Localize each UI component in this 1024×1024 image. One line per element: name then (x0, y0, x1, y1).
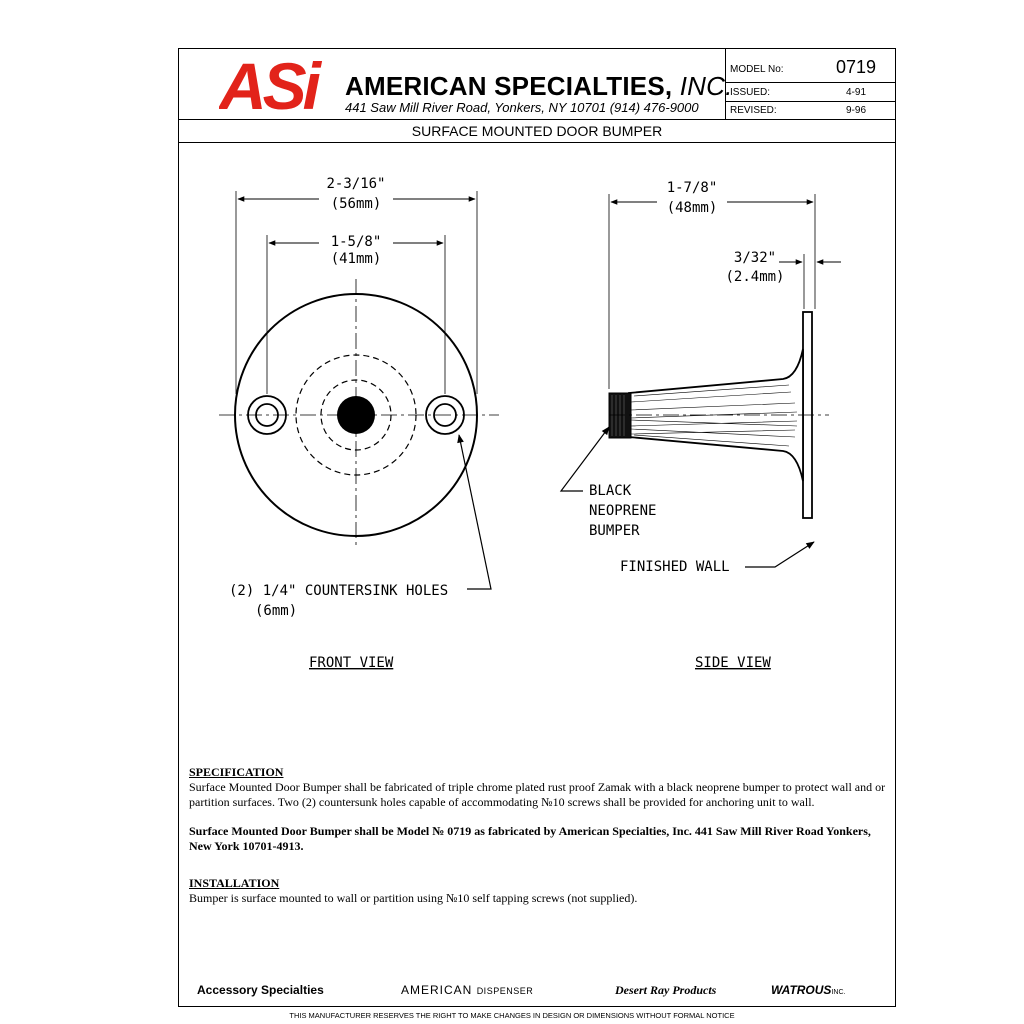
asi-logo: ASi (219, 57, 327, 113)
specification-body: Surface Mounted Door Bumper shall be fab… (189, 780, 886, 809)
front-view-label: FRONT VIEW (309, 655, 394, 671)
company-suffix: INC. (679, 71, 733, 101)
disclaimer: THIS MANUFACTURER RESERVES THE RIGHT TO … (289, 1011, 735, 1020)
revised-value: 9-96 (845, 105, 866, 116)
brand-watrous: WATROUSINC. (771, 983, 846, 997)
holes-callout-mm: (6mm) (255, 603, 297, 619)
spec-sheet: ASi AMERICAN SPECIALTIES, INC. 441 Saw M… (178, 48, 896, 1007)
front-overall-dim: 2-3/16" (326, 176, 385, 192)
company-address: 441 Saw Mill River Road, Yonkers, NY 107… (345, 100, 699, 115)
model-row: MODEL No: 0719 (726, 49, 896, 83)
technical-drawing: 2-3/16" (56mm) 1-5/8" (41mm) (2) 1/4" CO… (219, 176, 841, 671)
side-overall-dim: 1-7/8" (667, 180, 718, 196)
model-info-box: MODEL No: 0719 ISSUED: 4-91 REVISED: 9-9… (725, 49, 896, 120)
model-value: 0719 (835, 57, 877, 77)
wall-label: FINISHED WALL (620, 559, 730, 575)
side-view-label: SIDE VIEW (695, 655, 771, 671)
model-label: MODEL No: (730, 64, 784, 75)
company-name: AMERICAN SPECIALTIES, INC. (345, 71, 733, 101)
brand-american-dispenser: AMERICAN DISPENSER (401, 983, 534, 997)
bumper-label-3: BUMPER (589, 523, 640, 539)
front-view (219, 191, 499, 590)
header: ASi AMERICAN SPECIALTIES, INC. 441 Saw M… (179, 49, 896, 120)
logo-text: ASi (219, 57, 323, 113)
front-hole-dim-mm: (41mm) (331, 251, 382, 267)
revised-row: REVISED: 9-96 (726, 102, 896, 120)
specification-heading: SPECIFICATION (189, 765, 284, 779)
bumper-label-2: NEOPRENE (589, 503, 656, 519)
issued-row: ISSUED: 4-91 (726, 83, 896, 102)
side-overall-dim-mm: (48mm) (667, 200, 718, 216)
specification-section: SPECIFICATION Surface Mounted Door Bumpe… (189, 765, 889, 920)
installation-body: Bumper is surface mounted to wall or par… (189, 891, 638, 905)
drawing-title: SURFACE MOUNTED DOOR BUMPER (179, 121, 895, 143)
revised-label: REVISED: (730, 105, 777, 116)
footer-brands: Accessory Specialties AMERICAN DISPENSER… (179, 983, 895, 1003)
bumper-label-1: BLACK (589, 483, 632, 499)
flange-dim: 3/32" (734, 250, 776, 266)
flange-dim-mm: (2.4mm) (725, 269, 784, 285)
front-hole-dim: 1-5/8" (331, 234, 382, 250)
model-statement: Surface Mounted Door Bumper shall be Mod… (189, 824, 871, 853)
issued-label: ISSUED: (730, 87, 771, 98)
holes-callout: (2) 1/4" COUNTERSINK HOLES (229, 583, 448, 599)
brand-accessory-specialties: Accessory Specialties (197, 983, 324, 997)
front-overall-dim-mm: (56mm) (331, 196, 382, 212)
installation-heading: INSTALLATION (189, 876, 280, 890)
brand-desert-ray: Desert Ray Products (615, 983, 717, 997)
side-view (559, 194, 841, 568)
issued-value: 4-91 (845, 87, 866, 98)
